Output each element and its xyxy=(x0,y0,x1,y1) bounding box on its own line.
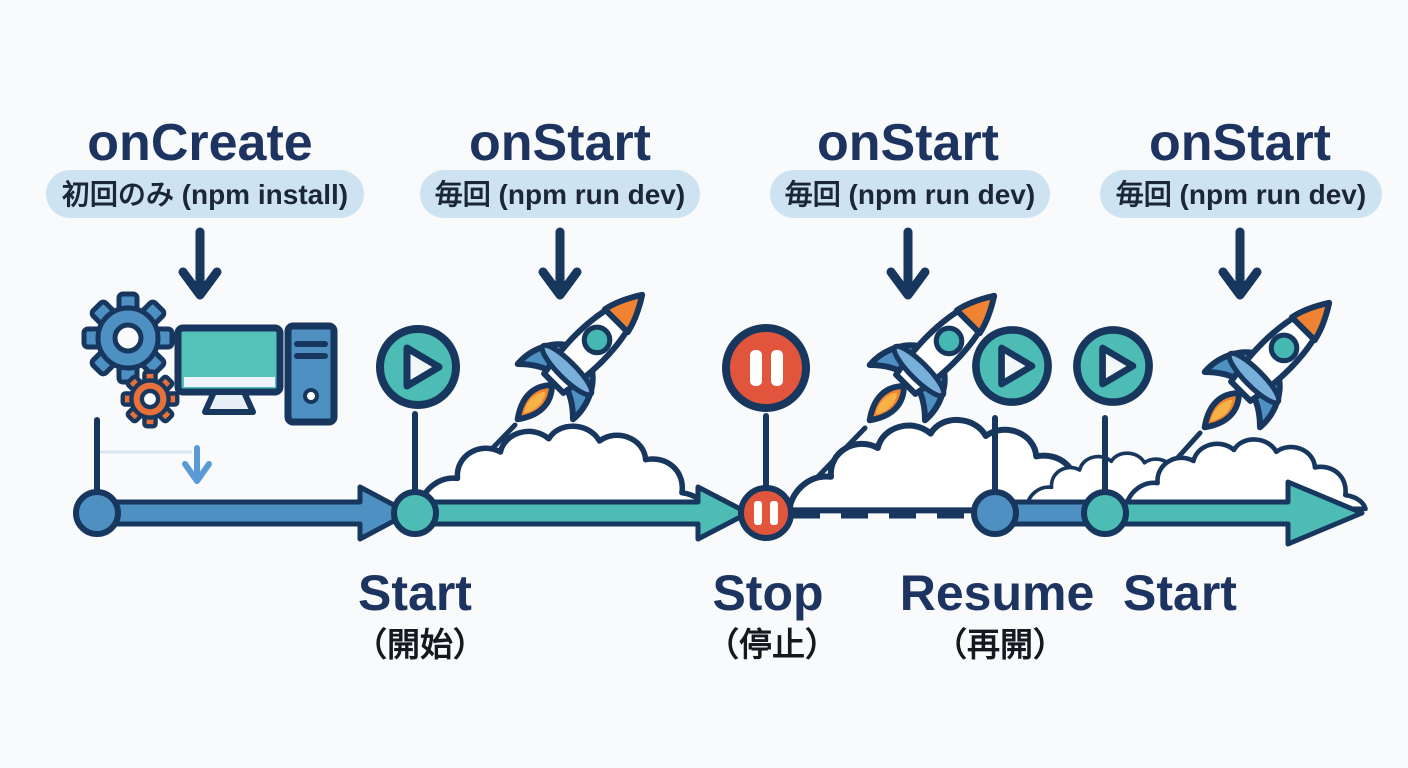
down-arrow-icon xyxy=(543,232,577,295)
badge-oncreate: 初回のみ (npm install) xyxy=(46,170,364,218)
event-title-onstart-1: onStart xyxy=(469,114,651,172)
event-title-onstart-2: onStart xyxy=(817,114,999,172)
rocket-icon xyxy=(1177,275,1357,455)
badge-onstart-1-label: 毎回 (npm run dev) xyxy=(435,179,685,210)
play-icon xyxy=(380,329,456,405)
milestone-start-ja: （開始） xyxy=(354,626,486,663)
down-arrow-icon xyxy=(1223,232,1257,295)
event-title-onstart-3: onStart xyxy=(1149,114,1331,172)
small-down-arrow-icon xyxy=(182,445,212,484)
timeline xyxy=(102,479,1365,547)
milestone-resume-ja: （再開） xyxy=(934,626,1066,663)
milestone-resume-label: Resume xyxy=(900,565,1095,621)
small-gear-icon xyxy=(120,369,180,429)
timeline-arrow-start xyxy=(425,484,751,542)
node-resume xyxy=(971,489,1019,537)
timeline-connectors xyxy=(94,411,1108,497)
badge-onstart-2: 毎回 (npm run dev) xyxy=(770,170,1050,218)
timeline-arrow-final xyxy=(1110,479,1365,547)
badge-oncreate-label: 初回のみ (npm install) xyxy=(62,179,348,210)
computer-icon xyxy=(174,322,338,426)
node-start xyxy=(391,489,439,537)
down-arrow-icon xyxy=(891,232,925,295)
milestone-start-label: Start xyxy=(358,565,472,621)
milestone-restart-label: Start xyxy=(1123,565,1237,621)
rocket-icon xyxy=(490,267,670,447)
timeline-arrow-create xyxy=(102,484,412,542)
badge-onstart-3: 毎回 (npm run dev) xyxy=(1100,170,1382,218)
badge-onstart-2-label: 毎回 (npm run dev) xyxy=(785,179,1035,210)
badge-onstart-3-label: 毎回 (npm run dev) xyxy=(1116,179,1366,210)
node-stop-pause-icon xyxy=(738,485,794,541)
cloud-icons xyxy=(419,420,1366,510)
pause-icon xyxy=(722,324,810,412)
cloud-icon xyxy=(419,426,706,509)
milestone-stop-ja: （停止） xyxy=(706,626,838,663)
play-icon xyxy=(1077,330,1149,402)
gear-icon xyxy=(81,291,175,385)
milestone-stop-label: Stop xyxy=(712,565,823,621)
play-icon xyxy=(976,330,1048,402)
node-restart xyxy=(1081,489,1129,537)
node-create xyxy=(73,489,121,537)
down-arrow-icon xyxy=(183,232,217,295)
event-title-oncreate: onCreate xyxy=(87,114,312,172)
timeline-nodes xyxy=(73,485,1129,541)
badge-onstart-1: 毎回 (npm run dev) xyxy=(420,170,700,218)
